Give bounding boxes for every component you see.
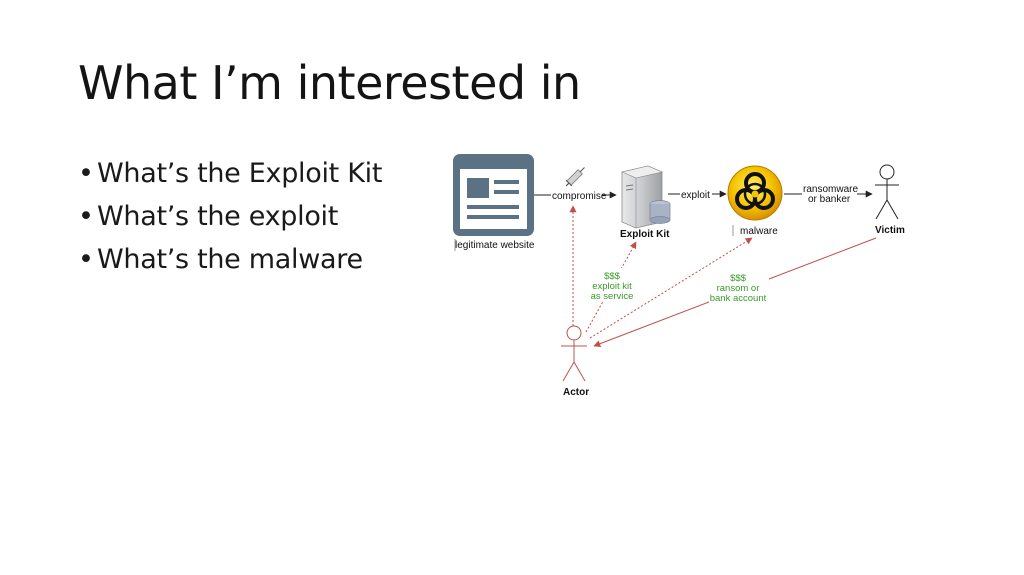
exploit-label: exploit [681,190,710,201]
ransomware-label-1: ransomware [803,184,858,195]
bullet-text: What’s the Exploit Kit [97,158,383,189]
ransom-money-line-1: $$$ [730,273,747,284]
bullet-item: •What’s the exploit [78,195,382,238]
website-label: legitimate website [455,240,535,251]
bullet-item: •What’s the malware [78,238,382,281]
victim-label: Victim [875,225,905,236]
actor-label: Actor [563,387,589,398]
bullet-list: •What’s the Exploit Kit •What’s the expl… [78,152,382,281]
syringe-icon [565,167,585,187]
biohazard-icon [727,165,783,221]
slide-title: What I’m interested in [78,56,581,110]
actor-to-exploit-kit-arrow [585,241,637,333]
bullet-text: What’s the exploit [97,201,339,232]
ek-money-line-1: $$$ [604,271,621,282]
ek-money-line-2: exploit kit [592,281,632,292]
money-label-box [589,268,634,302]
server-icon [621,165,671,229]
bullet-item: •What’s the Exploit Kit [78,152,382,195]
exploit-kit-label: Exploit Kit [620,229,670,240]
ransomware-label-2: or banker [808,194,851,205]
bullet-dot-icon: • [78,244,94,275]
ek-money-line-3: as service [591,291,634,302]
money-label-box [709,270,769,304]
victim-figure-icon [875,164,899,220]
malware-label: malware [740,226,778,237]
bullet-text: What’s the malware [97,244,363,275]
website-icon [453,154,534,236]
compromise-label: compromise [552,191,607,202]
actor-figure-icon [561,325,587,382]
bullet-dot-icon: • [78,158,94,189]
ransom-money-line-2: ransom or [717,283,760,294]
bullet-dot-icon: • [78,201,94,232]
ransom-money-line-3: bank account [710,293,767,304]
